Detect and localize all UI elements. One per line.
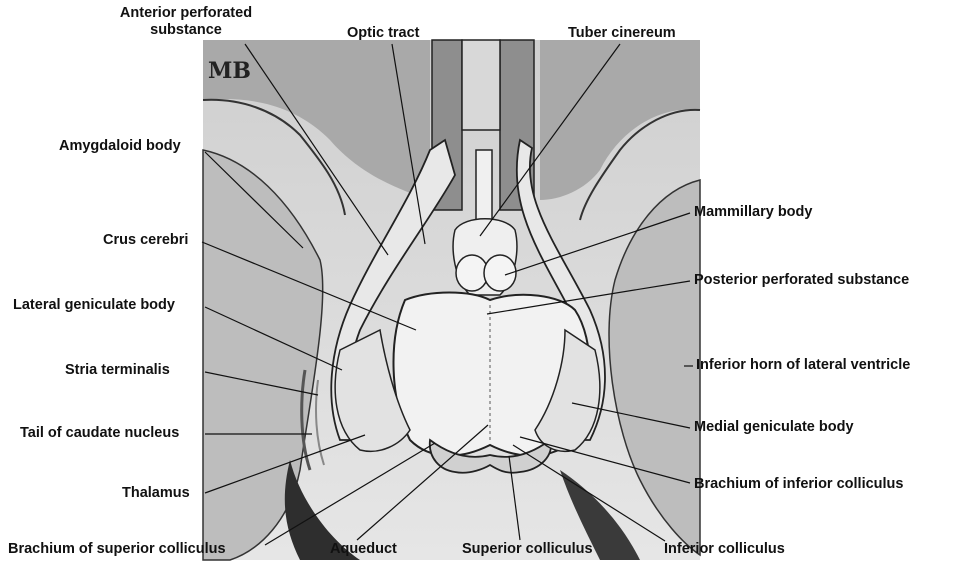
label-brachium-of-inferior-colliculus: Brachium of inferior colliculus [694,476,903,493]
label-optic-tract: Optic tract [347,25,420,42]
leader-superior-colliculus [509,456,520,540]
leader-brachium-inferior [520,437,690,483]
leader-posterior-perforated-substance [487,281,690,314]
leader-crus-cerebri [202,242,416,330]
leader-mammillary-body [505,213,690,275]
label-thalamus: Thalamus [122,485,190,502]
leader-optic-tract [392,44,425,244]
leader-thalamus [205,435,365,493]
leader-stria-terminalis [205,372,318,395]
label-anterior-perforated-substance: Anterior perforated substance [100,5,272,39]
leader-aqueduct [357,425,488,540]
label-lateral-geniculate-body: Lateral geniculate body [13,297,175,314]
label-superior-colliculus: Superior colliculus [462,541,593,558]
label-inferior-horn-of-lateral-ventricle: Inferior horn of lateral ventricle [696,357,910,374]
label-stria-terminalis: Stria terminalis [65,362,170,379]
label-inferior-colliculus: Inferior colliculus [664,541,785,558]
label-brachium-of-superior-colliculus: Brachium of superior colliculus [8,541,226,558]
label-aqueduct: Aqueduct [330,541,397,558]
label-amygdaloid-body: Amygdaloid body [59,138,181,155]
leader-anterior-perforated-substance [245,44,388,255]
leader-lateral-geniculate-body [205,307,342,370]
leader-tuber-cinereum [480,44,620,236]
leader-inferior-colliculus [513,445,665,541]
leader-amygdaloid-body [205,152,303,248]
label-medial-geniculate-body: Medial geniculate body [694,419,854,436]
leader-medial-geniculate-body [572,403,690,428]
label-tail-of-caudate-nucleus: Tail of caudate nucleus [20,425,179,442]
label-mammillary-body: Mammillary body [694,204,812,221]
label-tuber-cinereum: Tuber cinereum [568,25,676,42]
label-posterior-perforated-substance: Posterior perforated substance [694,272,909,289]
label-crus-cerebri: Crus cerebri [103,232,188,249]
